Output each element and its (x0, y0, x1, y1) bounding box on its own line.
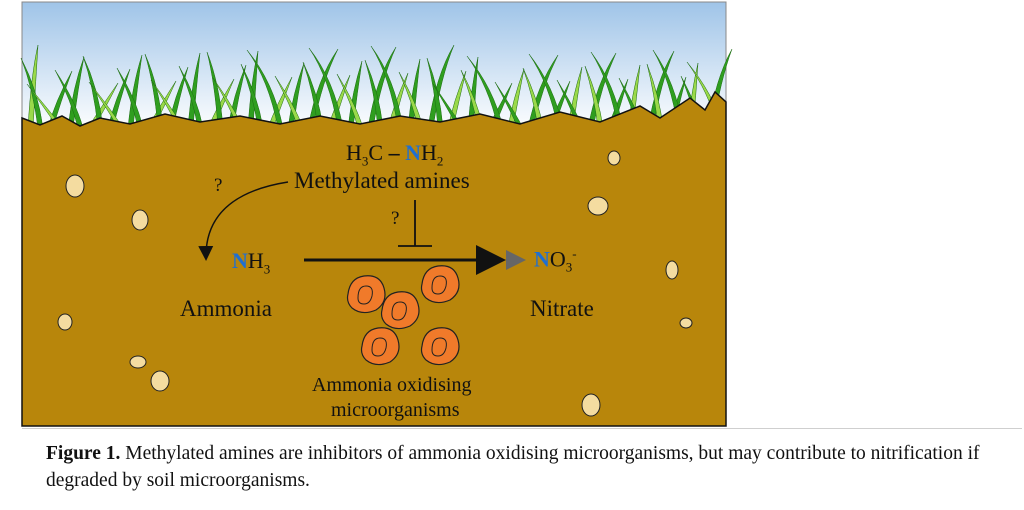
ammonia-label: Ammonia (180, 296, 272, 321)
grass-blade (364, 59, 384, 129)
grass-blade (54, 69, 84, 129)
pebble (129, 355, 147, 369)
grass-blade (116, 67, 144, 129)
pebble (57, 313, 73, 331)
nitrate-n: N (534, 246, 550, 272)
pebble (65, 174, 85, 198)
microorganism (380, 291, 420, 330)
grass-blade (267, 76, 293, 129)
pebble (581, 393, 601, 417)
pebble (679, 317, 693, 329)
pebbles (57, 150, 693, 417)
question-mark-inhibition: ? (391, 208, 400, 229)
formula-h: H (346, 140, 362, 165)
grass-blade (426, 57, 444, 129)
formula-c: C (368, 140, 384, 165)
ammonia-sub: 3 (263, 261, 271, 277)
caption-box (22, 428, 1022, 505)
microorganism (360, 327, 400, 366)
formula-n: N (405, 140, 421, 165)
nitrate-o: O (549, 246, 566, 272)
pebble (607, 150, 621, 166)
methylamine-formula: H3C – NH2 (346, 140, 443, 169)
grass-layer (20, 44, 733, 129)
formula-sub-3: 3 (361, 153, 369, 169)
microorganism (420, 265, 460, 304)
ammonia-formula: NH3 (232, 248, 270, 277)
caption-prefix: Figure 1. (46, 443, 121, 464)
grass-blade (82, 55, 104, 129)
grass-blade (20, 57, 44, 129)
pebble (587, 196, 609, 216)
question-mark-degradation: ? (214, 175, 223, 196)
formula-bond: – (388, 140, 400, 165)
microbes-label-line1: Ammonia oxidising (312, 374, 472, 396)
grass-blade (247, 50, 259, 129)
grass-blade (494, 81, 524, 129)
microorganism (346, 275, 386, 314)
formula-sub-2: 2 (436, 153, 444, 169)
grass-blade (206, 51, 224, 129)
grass-blade (466, 55, 504, 129)
grass-blade (240, 63, 264, 129)
grass-blade (370, 45, 404, 129)
grass-blade (646, 63, 664, 129)
grass-blade (178, 65, 204, 129)
ammonia-n: N (232, 248, 248, 273)
methylated-amines-label: Methylated amines (294, 168, 470, 193)
grass-blade (336, 73, 364, 129)
pebble (131, 209, 149, 231)
nitrate-label: Nitrate (530, 296, 594, 321)
pebble (665, 260, 679, 280)
ammonia-oxidising-microorganisms (346, 265, 460, 366)
grass-blade (590, 51, 624, 129)
nitrate-sup: - (572, 246, 577, 261)
figure-caption: Figure 1. Methylated amines are inhibito… (46, 440, 1006, 494)
microorganism (420, 327, 460, 366)
pebble (150, 370, 170, 392)
ammonia-h: H (247, 248, 264, 273)
grass-blade (302, 61, 324, 129)
grass-blade (584, 65, 604, 129)
nitrate-sub: 3 (565, 259, 573, 275)
grass-blade (308, 47, 344, 129)
formula-h2: H (420, 140, 437, 165)
grass-blade (144, 53, 164, 129)
grass-blade (467, 56, 479, 129)
nitrate-formula: NO3- (534, 246, 577, 276)
degradation-arrow (198, 181, 289, 261)
caption-text: Methylated amines are inhibitors of ammo… (46, 443, 980, 491)
microbes-label-line2: microorganisms (331, 399, 460, 421)
grass-blade (246, 49, 284, 129)
